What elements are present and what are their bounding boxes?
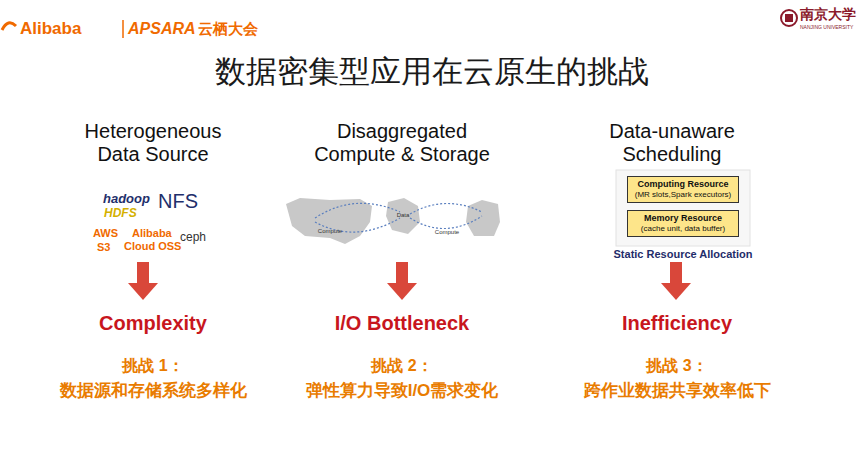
challenge-number: 挑战 2：	[371, 357, 432, 375]
challenge-number: 挑战 1：	[122, 357, 183, 375]
alibaba-mark	[2, 23, 16, 30]
resource-box: Computing Resource(MR slots,Spark execut…	[627, 176, 739, 203]
university-logo: NANJING UNIVERSITY	[800, 25, 853, 31]
box-detail: (cache unit, data buffer)	[634, 224, 732, 234]
resource-panel	[616, 170, 750, 246]
challenge-keyword: Complexity	[99, 312, 207, 335]
map-label: Compute	[435, 229, 459, 236]
network-link	[315, 203, 482, 232]
map-label: Compute	[318, 228, 342, 235]
panel-caption: Static Resource Allocation	[614, 248, 753, 261]
challenge-text: 弹性算力导致I/O需求变化	[306, 381, 499, 401]
box-heading: Computing Resource	[634, 179, 732, 190]
slide-title: 数据密集型应用在云原生的挑战	[215, 54, 649, 90]
challenge-text: 跨作业数据共享效率低下	[584, 381, 771, 401]
logo-text: S3	[97, 241, 110, 254]
brand-logo: APSARA	[128, 20, 196, 38]
challenge-text: 数据源和存储系统多样化	[60, 381, 247, 401]
challenge-keyword: I/O Bottleneck	[335, 312, 469, 335]
map-illustration	[286, 198, 500, 244]
logo-text: HDFS	[104, 207, 137, 221]
map-label: Data	[397, 212, 410, 219]
logo-text: NFS	[158, 190, 198, 213]
brand-logo: 云栖大会	[198, 20, 258, 37]
resource-box: Memory Resource(cache unit, data buffer)	[627, 210, 739, 237]
box-heading: Memory Resource	[634, 213, 732, 224]
logo-text: hadoop	[103, 192, 150, 207]
university-seal	[781, 10, 797, 26]
logo-text: Alibaba	[132, 227, 172, 240]
logo-text: Cloud OSS	[124, 240, 181, 253]
challenge-number: 挑战 3：	[646, 357, 707, 375]
university-logo: 南京大学	[800, 7, 856, 23]
logo-divider	[122, 20, 124, 38]
challenge-keyword: Inefficiency	[622, 312, 732, 335]
box-detail: (MR slots,Spark executors)	[634, 190, 732, 200]
column-heading: Heterogeneous Data Source	[63, 120, 243, 166]
brand-logo: Alibaba	[20, 19, 81, 39]
column-heading: Data-unaware Scheduling	[592, 120, 752, 166]
column-heading: Disaggregated Compute & Storage	[302, 120, 502, 166]
university-seal	[785, 14, 793, 22]
logo-text: AWS	[93, 227, 118, 240]
logo-text: ceph	[180, 231, 206, 245]
down-arrow	[128, 262, 691, 300]
